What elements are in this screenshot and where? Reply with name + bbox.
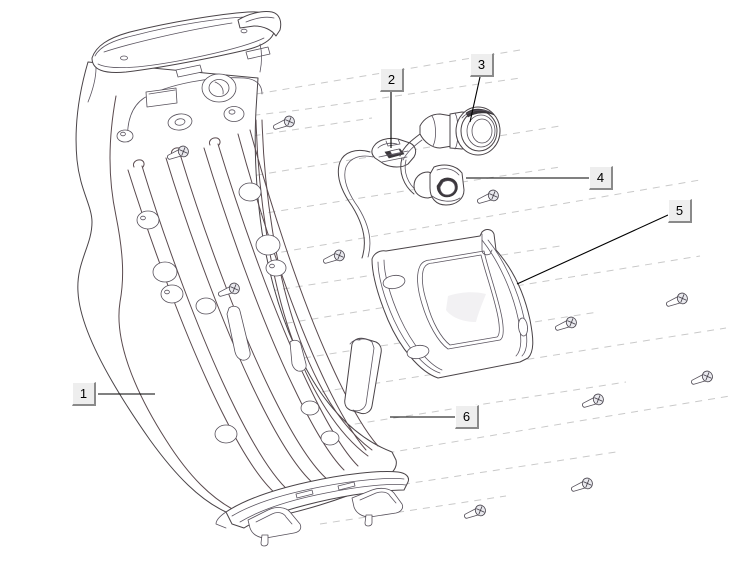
part-insert-strip xyxy=(344,337,382,415)
callout-box-2[interactable]: 2 xyxy=(380,68,404,92)
fasteners xyxy=(167,115,713,519)
upper-panel-features xyxy=(116,73,245,143)
panel-holes xyxy=(136,182,340,446)
callout-box-1[interactable]: 1 xyxy=(72,382,96,406)
screw xyxy=(218,282,240,297)
callout-box-4[interactable]: 4 xyxy=(589,166,613,190)
part-socket-cap-plug xyxy=(413,164,465,206)
screw xyxy=(571,477,593,492)
callout-number-1: 1 xyxy=(79,386,88,401)
screw xyxy=(477,189,499,204)
callout-leader-lines xyxy=(98,76,669,418)
part-wiring-connector xyxy=(337,137,417,259)
screw xyxy=(582,393,604,408)
callout-number-3: 3 xyxy=(477,57,486,72)
screw xyxy=(464,504,486,519)
screw xyxy=(167,145,189,160)
bottom-sill-bracket xyxy=(215,471,409,547)
callout-box-3[interactable]: 3 xyxy=(470,53,494,77)
callout-box-5[interactable]: 5 xyxy=(668,199,692,223)
callout-box-6[interactable]: 6 xyxy=(455,405,479,429)
part-power-socket xyxy=(399,106,501,195)
part-cover-panel xyxy=(371,229,534,379)
callout-number-5: 5 xyxy=(675,203,684,218)
callout-number-2: 2 xyxy=(387,72,396,87)
part-main-trim-panel xyxy=(75,11,409,547)
screw xyxy=(555,316,577,331)
screw xyxy=(273,115,295,130)
upper-rail xyxy=(87,11,282,103)
callout-number-4: 4 xyxy=(596,170,605,185)
screw xyxy=(691,370,713,385)
leader-line-5 xyxy=(516,214,669,285)
screw xyxy=(666,292,688,307)
callout-number-6: 6 xyxy=(462,409,471,424)
screw xyxy=(323,249,345,264)
leader-line-3 xyxy=(469,76,481,123)
